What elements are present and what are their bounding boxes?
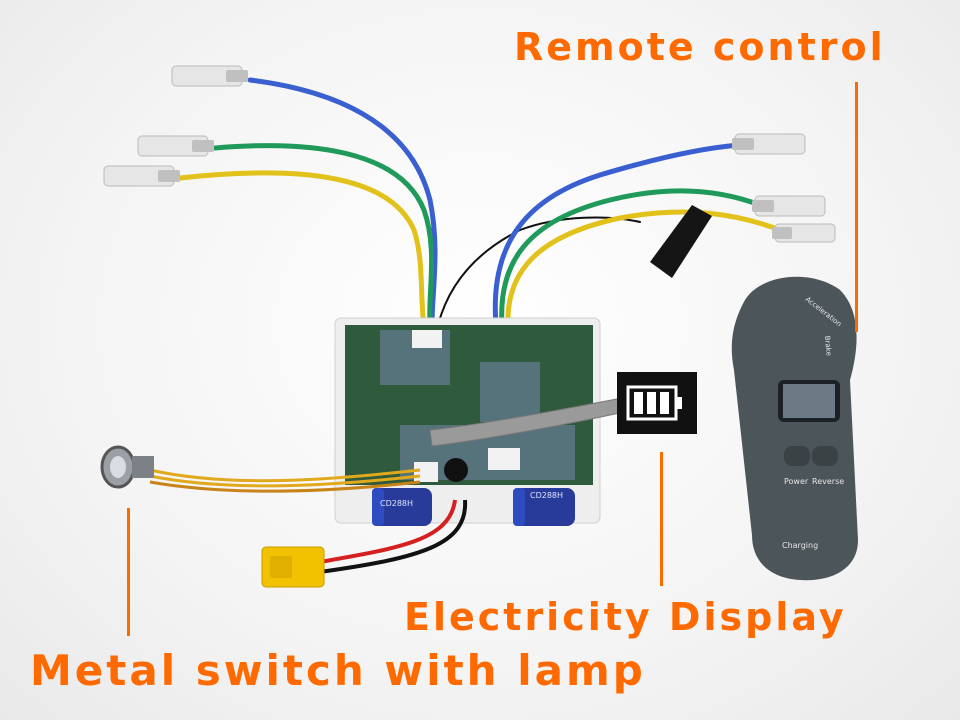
leader-line-remote	[855, 82, 858, 332]
remote-control: Acceleration Brake Power Reverse Chargin…	[731, 276, 858, 581]
right-connectors	[732, 133, 836, 243]
xt60-plug	[261, 546, 325, 588]
brake-label: Brake	[823, 335, 833, 356]
reverse-label: Reverse	[812, 477, 844, 486]
cap-right-label: CD288H	[530, 491, 563, 500]
left-connectors	[103, 65, 248, 187]
callout-electricity-display: Electricity Display	[404, 595, 847, 639]
power-lead	[319, 499, 468, 574]
right-wire-bundle	[492, 142, 783, 328]
callout-remote-control: Remote control	[514, 25, 886, 69]
power-label: Power	[784, 477, 809, 486]
callout-metal-switch: Metal switch with lamp	[30, 646, 646, 695]
leader-line-display	[660, 452, 663, 586]
capacitors	[372, 488, 575, 526]
metal-switch	[100, 445, 154, 489]
left-wire-bundle	[177, 77, 641, 328]
charging-label: Charging	[782, 541, 818, 550]
switch-wires	[149, 468, 421, 493]
leader-line-switch	[127, 508, 130, 636]
antenna-patch	[650, 205, 712, 278]
cap-left-label: CD288H	[380, 499, 413, 508]
battery-display-module	[617, 372, 697, 434]
